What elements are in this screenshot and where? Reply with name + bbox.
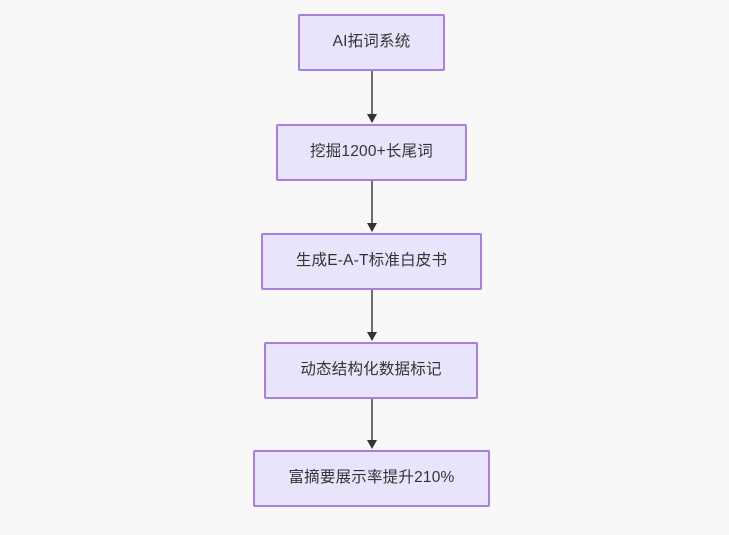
flow-node-label: 动态结构化数据标记 xyxy=(300,361,442,379)
flow-node-n1[interactable]: AI拓词系统 xyxy=(298,14,445,71)
edge-line xyxy=(371,399,373,441)
flow-node-n5[interactable]: 富摘要展示率提升210% xyxy=(253,450,490,507)
flow-node-label: 富摘要展示率提升210% xyxy=(288,469,455,487)
flow-node-label: 挖掘1200+长尾词 xyxy=(309,143,434,161)
flow-node-n4[interactable]: 动态结构化数据标记 xyxy=(264,342,478,399)
edge-line xyxy=(371,181,373,224)
flow-node-n2[interactable]: 挖掘1200+长尾词 xyxy=(276,124,467,181)
flow-node-label: 生成E-A-T标准白皮书 xyxy=(295,252,448,270)
arrowhead-icon xyxy=(367,332,377,341)
arrowhead-icon xyxy=(367,114,377,123)
edge-line xyxy=(371,290,373,333)
arrowhead-icon xyxy=(367,223,377,232)
edge-line xyxy=(371,71,373,115)
arrowhead-icon xyxy=(367,440,377,449)
flow-node-label: AI拓词系统 xyxy=(332,33,411,51)
flow-node-n3[interactable]: 生成E-A-T标准白皮书 xyxy=(261,233,482,290)
